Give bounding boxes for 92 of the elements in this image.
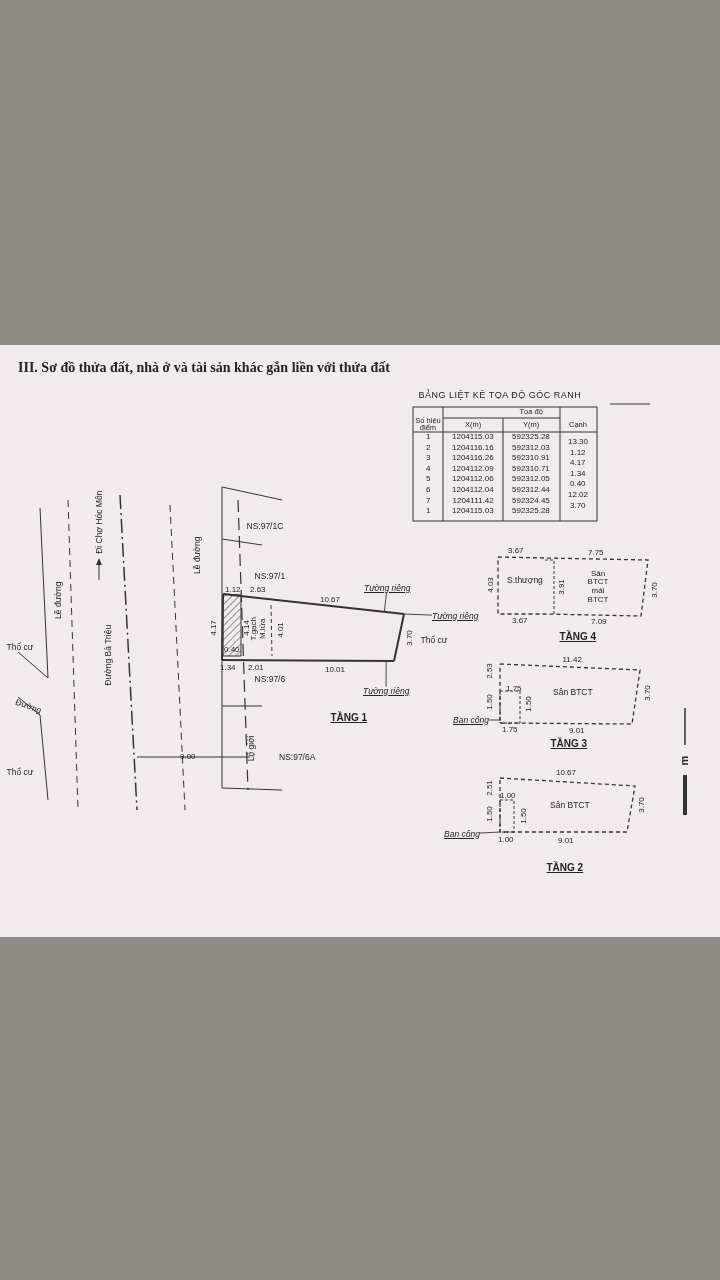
leader-line	[385, 660, 387, 687]
wall-line	[393, 613, 405, 662]
dimension-label: 4.03	[486, 577, 495, 593]
table-cell: 1204116.26	[452, 454, 494, 463]
dimension-label: 1.75	[506, 685, 522, 693]
table-cell: 1.12	[570, 448, 586, 457]
table-cell: 3	[426, 454, 431, 463]
balcony-outline	[499, 799, 515, 833]
dimension-label: 3.70	[637, 797, 646, 813]
table-cell: 592324.45	[512, 496, 550, 505]
table-cell: 592325.28	[512, 433, 550, 441]
table-title: BẢNG LIỆT KÊ TỌA ĐỘ GÓC RANH	[418, 390, 582, 400]
table-cell: 1	[426, 433, 431, 441]
table-cell: 592310.71	[512, 464, 550, 473]
table-cell: 7	[426, 496, 431, 505]
dimension-label: 9.01	[569, 727, 585, 735]
dimension-label: 11.42	[562, 656, 582, 664]
parcel-label: NS:97/6	[254, 674, 286, 683]
parcel-label: NS:97/1	[254, 571, 286, 580]
wall-label: T.gạch M.lửa	[250, 616, 268, 643]
leader-label: Ban công	[453, 715, 489, 724]
table-cell: 1.34	[570, 469, 586, 478]
parcel-label: NS:97/6A	[279, 752, 316, 761]
room-label: Sân BTCT	[550, 800, 590, 809]
table-cell: 592312.44	[512, 486, 550, 494]
table-cell: 1204112.09	[452, 464, 494, 473]
table-cell: 5	[426, 475, 431, 484]
table-cell: 0.40	[570, 480, 586, 489]
page-title: III. Sơ đồ thửa đất, nhà ở và tài sản khác gắn liền với thửa đất	[18, 361, 390, 375]
table-cell: 592312.03	[512, 443, 550, 452]
leader-label: Ban công	[444, 829, 480, 838]
table-cell: 1204115.03	[452, 433, 494, 441]
table-cell: 592312.05	[512, 475, 550, 484]
leader-line	[479, 831, 501, 834]
leader-line	[403, 613, 433, 616]
direction-label: Đi Chợ Hóc Môn	[94, 490, 104, 554]
dimension-label: 3.91	[557, 579, 566, 595]
dimension-label: 7.09	[591, 618, 607, 626]
table-cell: 6	[426, 486, 431, 494]
road-label: Lề đường	[53, 581, 63, 619]
room-label: Sân BTCT	[553, 687, 593, 696]
table-cell: 2	[426, 443, 431, 452]
dimension-label: 7.75	[588, 549, 604, 557]
scale-label: m	[679, 755, 691, 765]
area-label: Thổ cư	[6, 642, 34, 651]
dimension-label: 1.75	[502, 726, 518, 734]
room-label: S.thượng	[507, 575, 543, 584]
table-cell: 13.30	[568, 438, 589, 446]
road-label: Lộ giới	[246, 734, 256, 761]
wall-line	[222, 593, 405, 615]
dimension-label: 4.01	[276, 622, 285, 638]
leader-label: Tường riêng	[432, 611, 479, 620]
dimension-label: 3.67	[512, 617, 528, 625]
dimension-label: 4.17	[209, 620, 218, 636]
road-label: Đường Bà Triệu	[103, 624, 113, 686]
area-label: Thổ cư	[420, 635, 448, 644]
leader-label: Tường riêng	[363, 686, 410, 695]
leader-line	[488, 719, 501, 721]
floor-title: TẦNG 4	[559, 632, 597, 642]
table-cell: 592310.91	[512, 454, 550, 463]
dimension-label: 1.00	[498, 836, 514, 844]
table-cell: 1204112.06	[452, 475, 494, 484]
wall-line	[221, 659, 395, 662]
dimension-label: 10.67	[556, 769, 577, 777]
dimension-label: 4.14	[242, 620, 251, 636]
floor-title: TẦNG 2	[546, 863, 584, 873]
dimension-label: 1.50	[485, 806, 494, 822]
table-cell: 1204115.03	[452, 507, 494, 516]
table-cell: 3.70	[570, 501, 586, 510]
dimension-label: 9.01	[558, 837, 574, 845]
table-cell: 1	[426, 507, 431, 516]
dimension-label: 10.67	[320, 596, 341, 604]
table-cell: 1204112.04	[452, 486, 494, 494]
table-cell: 592325.28	[512, 507, 550, 516]
parcel-label: NS:97/1C	[246, 521, 284, 530]
balcony-outline	[499, 690, 521, 724]
table-cell: 1204116.16	[452, 443, 494, 452]
leader-label: Tường riêng	[364, 583, 411, 592]
dimension-label: 1.50	[485, 694, 494, 710]
table-cell: 1204111.42	[452, 496, 494, 505]
dimension-label: 9.00	[180, 753, 196, 761]
area-label: Thổ cư	[6, 767, 34, 776]
dimension-label: 3.70	[650, 582, 659, 598]
table-cell: 12.02	[568, 491, 589, 499]
floor-title: TẦNG 1	[330, 713, 368, 723]
leader-line	[383, 592, 387, 613]
floor-title: TẦNG 3	[550, 739, 588, 749]
room-label: Sân BTCT mái BTCT	[586, 569, 610, 605]
dimension-label: 3.67	[508, 547, 524, 555]
table-cell: 4.17	[570, 459, 586, 468]
dimension-label: 3.70	[643, 685, 652, 701]
table-cell: 4	[426, 464, 431, 473]
